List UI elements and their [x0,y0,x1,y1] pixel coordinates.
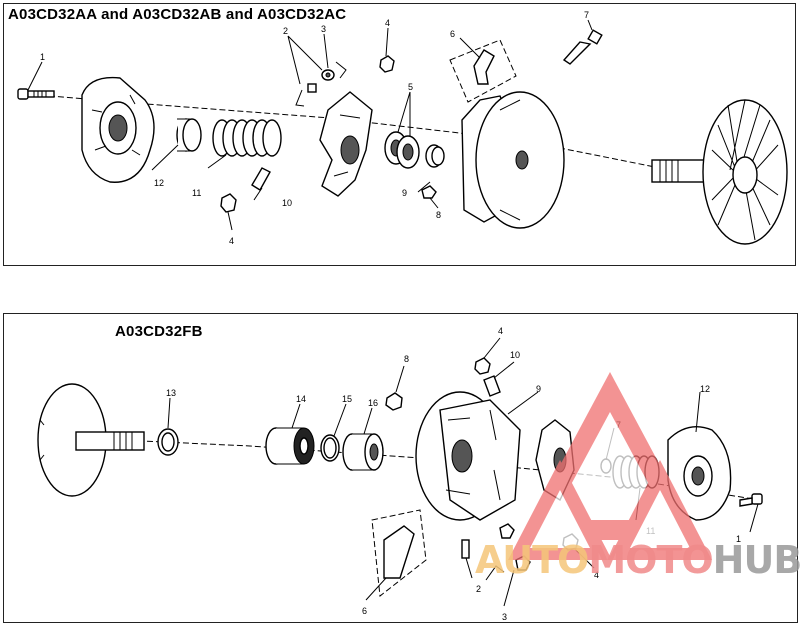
top-part-bushings [384,131,420,169]
top-part-washer [425,144,445,168]
top-label-6: 6 [450,29,455,39]
bottom-part-fixed-sheave [37,383,145,497]
top-label-4a: 4 [385,18,390,28]
bottom-label-2: 2 [476,584,481,594]
bottom-label-10: 10 [510,350,520,360]
top-part-slider-lower [220,193,237,213]
top-label-9: 9 [402,188,407,198]
top-part-movable-sheave [461,91,565,229]
bottom-label-16: 16 [368,398,378,408]
bottom-part-nut-8 [385,392,403,411]
watermark-wordmark: AUTOMOTOHUB [475,538,800,582]
bottom-part-bolt-1 [739,493,763,507]
bottom-part-bearing-14 [265,427,315,465]
watermark-word-hub: HUB [712,538,800,582]
top-part-spider [319,91,373,197]
top-part-slider-upper [379,55,395,73]
top-label-1: 1 [40,52,45,62]
top-part-fixed-sheave [651,99,788,245]
bottom-part-ring-15 [320,434,340,462]
top-label-3: 3 [321,24,326,34]
bottom-part-shoe-6 [371,509,427,597]
top-label-7: 7 [584,10,589,20]
bottom-part-cover-plate-12 [667,426,732,521]
bottom-label-8: 8 [404,354,409,364]
bottom-label-3: 3 [502,612,507,622]
top-label-12: 12 [154,178,164,188]
top-part-shoe [449,39,517,103]
top-panel-title: A03CD32AA and A03CD32AB and A03CD32AC [8,6,347,23]
bottom-label-9: 9 [536,384,541,394]
bottom-label-14: 14 [296,394,306,404]
top-part-pin [251,167,271,191]
watermark-word-moto: MOTO [588,538,713,582]
top-label-11: 11 [192,188,201,198]
bottom-label-12: 12 [700,384,710,394]
bottom-label-4b: 4 [594,570,599,580]
top-part-sleeve [176,118,202,152]
top-label-4b: 4 [229,236,234,246]
bottom-label-6: 6 [362,606,367,616]
bottom-label-4a: 4 [498,326,503,336]
top-label-10: 10 [282,198,292,208]
top-part-bolt-7 [562,29,603,65]
bottom-part-slider-upper [474,357,491,375]
bottom-part-washer-13 [157,428,179,456]
bottom-part-pin-10 [483,375,501,397]
bottom-part-movable-sheave [415,391,521,521]
top-part-bolt [17,88,55,100]
bottom-part-bushing-16 [342,433,384,471]
watermark-logo-triangles [508,372,712,560]
top-part-spring [212,119,282,157]
top-exploded-assembly [17,19,788,245]
bottom-label-15: 15 [342,394,352,404]
bottom-panel-title: A03CD32FB [115,323,203,340]
watermark-word-auto: AUTO [475,538,589,582]
top-label-5: 5 [408,82,413,92]
bottom-label-1: 1 [736,534,741,544]
top-part-nut [421,185,437,199]
top-label-8: 8 [436,210,441,220]
bottom-label-13: 13 [166,388,176,398]
top-part-screw-nut [295,61,347,107]
top-label-2: 2 [283,26,288,36]
top-part-cover-plate [81,76,155,183]
